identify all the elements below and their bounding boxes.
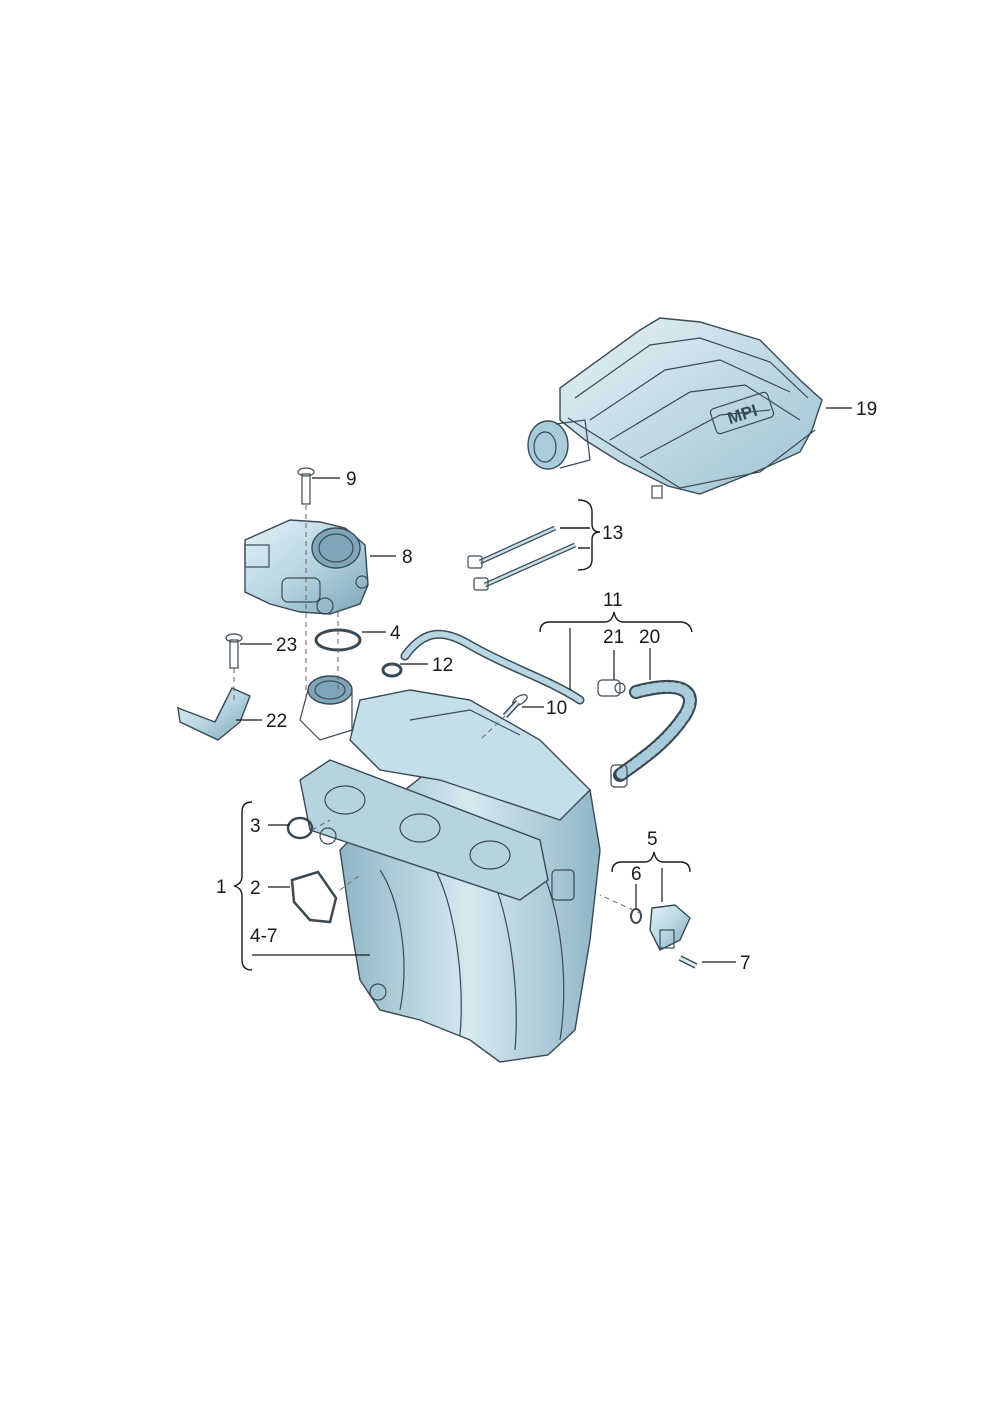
label-4-7: 4-7 (250, 926, 277, 947)
hose-20 (610, 679, 697, 788)
o-ring-6 (630, 908, 642, 924)
label-11: 11 (603, 590, 623, 611)
sensor-5 (649, 904, 691, 951)
label-19: 19 (856, 399, 877, 420)
screw-10 (502, 694, 528, 719)
label-8: 8 (402, 547, 413, 568)
intake-manifold (299, 675, 601, 1063)
clamp-12 (381, 662, 403, 678)
gasket-3 (286, 816, 314, 840)
valve-21 (597, 679, 626, 697)
vacuum-line (400, 629, 585, 705)
label-20: 20 (639, 627, 660, 648)
label-23: 23 (276, 635, 297, 656)
label-5: 5 (647, 829, 658, 850)
label-21: 21 (603, 627, 624, 648)
label-4: 4 (390, 623, 401, 644)
label-6: 6 (631, 864, 642, 885)
throttle-body (244, 519, 369, 615)
label-2: 2 (250, 878, 261, 899)
gasket-2 (290, 870, 338, 924)
label-10: 10 (546, 698, 567, 719)
screw-7 (678, 955, 698, 969)
bracket-22 (177, 687, 251, 741)
label-3: 3 (250, 816, 261, 837)
label-22: 22 (266, 711, 287, 732)
engine-cover: MPI (527, 317, 823, 499)
label-9: 9 (346, 469, 357, 490)
screw-23 (225, 633, 243, 669)
label-12: 12 (432, 655, 453, 676)
cover-bolts (467, 525, 577, 591)
screw-9 (297, 467, 315, 505)
label-7: 7 (740, 953, 751, 974)
label-13: 13 (602, 523, 623, 544)
label-1: 1 (216, 877, 227, 898)
